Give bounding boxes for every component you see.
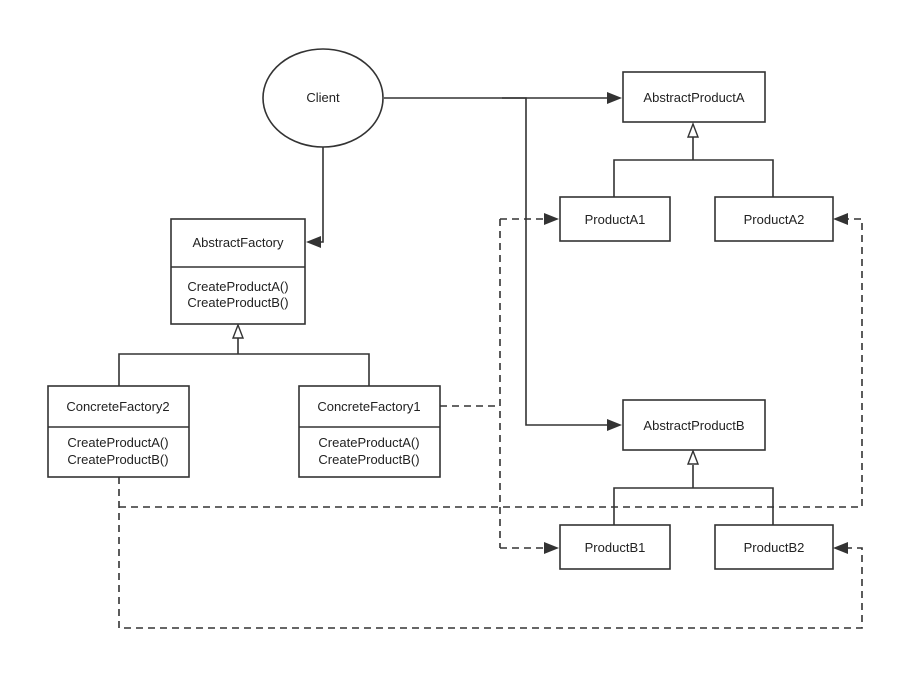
arrowhead-abstract-factory (306, 236, 321, 248)
concrete-factory-1-name: ConcreteFactory1 (317, 399, 420, 414)
arrowhead-product-b2 (833, 542, 848, 554)
abstract-factory-method: CreateProductA() (187, 279, 288, 294)
hollow-arrow-abstract-product-a (686, 122, 700, 138)
edge-factory-inheritance (118, 338, 370, 386)
product-b2-class: ProductB2 (714, 524, 834, 570)
concrete-factory-1-class: ConcreteFactory1 CreateProductA() Create… (298, 385, 441, 478)
product-a1-name: ProductA1 (585, 212, 646, 227)
abstract-product-b-class: AbstractProductB (622, 399, 766, 451)
abstract-factory-method: CreateProductB() (187, 295, 288, 310)
arrowhead-product-a2 (833, 213, 848, 225)
product-b2-name: ProductB2 (744, 540, 805, 555)
edge-client-to-abstract-product-b (502, 97, 608, 426)
edge-cf2-to-products-2 (118, 218, 863, 629)
product-a2-class: ProductA2 (714, 196, 834, 242)
product-b1-class: ProductB1 (559, 524, 671, 570)
concrete-factory-2-class: ConcreteFactory2 CreateProductA() Create… (47, 385, 190, 478)
hollow-arrow-abstract-product-b (686, 449, 700, 465)
hollow-arrow-abstract-factory (231, 323, 245, 339)
concrete-factory-1-method: CreateProductA() (318, 435, 419, 450)
edge-cf1-to-products-1 (440, 218, 546, 549)
client-node: Client (262, 48, 384, 148)
concrete-factory-2-name: ConcreteFactory2 (66, 399, 169, 414)
abstract-factory-class: AbstractFactory CreateProductA() CreateP… (170, 218, 306, 325)
concrete-factory-2-method: CreateProductA() (67, 435, 168, 450)
edge-product-a-inheritance (613, 137, 774, 197)
arrowhead-abstract-product-a (607, 92, 622, 104)
arrowhead-abstract-product-b (607, 419, 622, 431)
product-b1-name: ProductB1 (585, 540, 646, 555)
edge-client-to-abstract-factory (319, 147, 324, 243)
abstract-product-b-name: AbstractProductB (643, 418, 744, 433)
client-label: Client (306, 90, 340, 105)
abstract-product-a-name: AbstractProductA (643, 90, 744, 105)
arrowhead-product-b1 (544, 542, 559, 554)
product-a2-name: ProductA2 (744, 212, 805, 227)
concrete-factory-2-method: CreateProductB() (67, 452, 168, 467)
product-a1-class: ProductA1 (559, 196, 671, 242)
arrowhead-product-a1 (544, 213, 559, 225)
abstract-product-a-class: AbstractProductA (622, 71, 766, 123)
edge-product-b-inheritance (613, 465, 774, 525)
abstract-factory-name: AbstractFactory (192, 235, 284, 250)
concrete-factory-1-method: CreateProductB() (318, 452, 419, 467)
